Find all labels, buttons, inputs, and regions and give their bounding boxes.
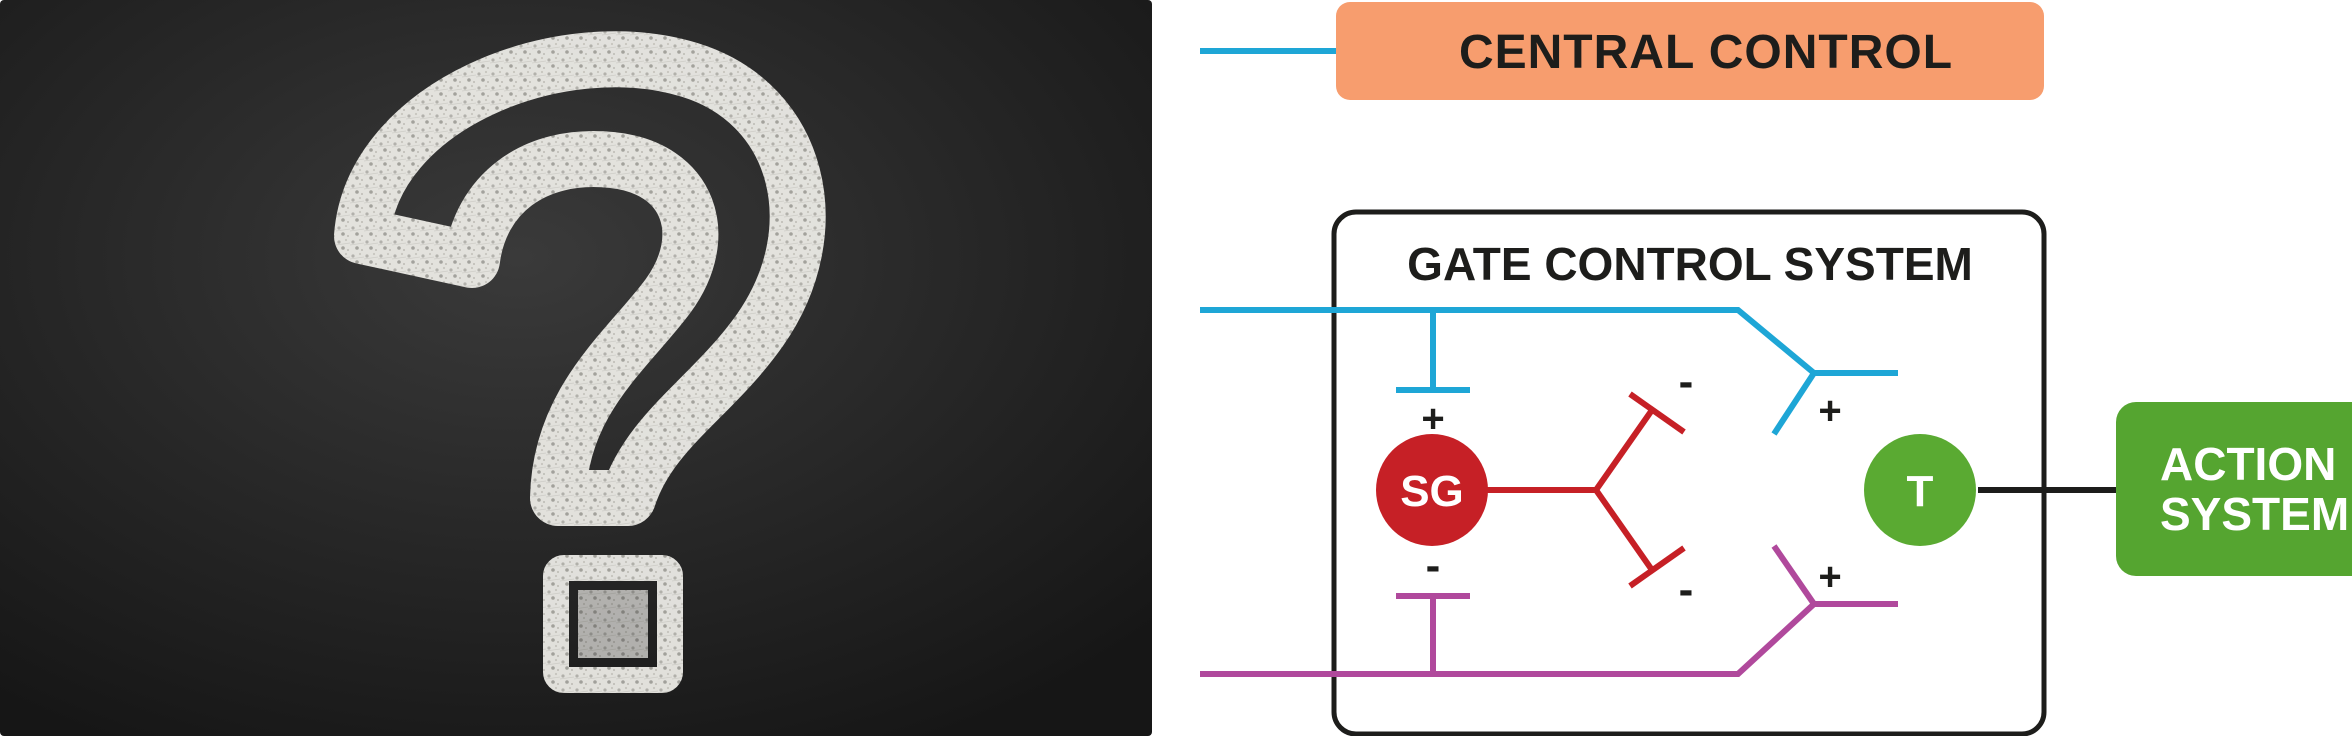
- question-mark-icon: [334, 31, 826, 693]
- sign-sg-top: +: [1421, 397, 1444, 441]
- sign-sg-bottom: -: [1426, 541, 1441, 590]
- t-cell: [1864, 434, 1976, 546]
- sg-inhibitory-output: [1470, 391, 1686, 589]
- action-system-label-line2: SYSTEM: [2160, 488, 2349, 540]
- action-system-box: [2116, 402, 2352, 576]
- gate-control-title: GATE CONTROL SYSTEM: [1407, 238, 1973, 290]
- gate-control-box: [1331, 209, 2047, 736]
- sign-inhib-bottom: -: [1679, 565, 1694, 614]
- central-control-label: CENTRAL CONTROL: [1459, 26, 1953, 79]
- sign-t-bottom: +: [1818, 555, 1841, 599]
- sg-label: SG: [1400, 467, 1464, 516]
- action-system-label-line1: ACTION: [2160, 438, 2336, 490]
- t-label: T: [1907, 467, 1934, 516]
- sign-t-top: +: [1818, 389, 1841, 433]
- small-fiber: [1200, 544, 1898, 677]
- sign-inhib-top: -: [1679, 357, 1694, 406]
- large-fiber: [1200, 307, 1898, 436]
- central-control-box: [1336, 2, 2044, 100]
- blackboard-photo: [0, 0, 1152, 736]
- sg-cell: [1376, 434, 1488, 546]
